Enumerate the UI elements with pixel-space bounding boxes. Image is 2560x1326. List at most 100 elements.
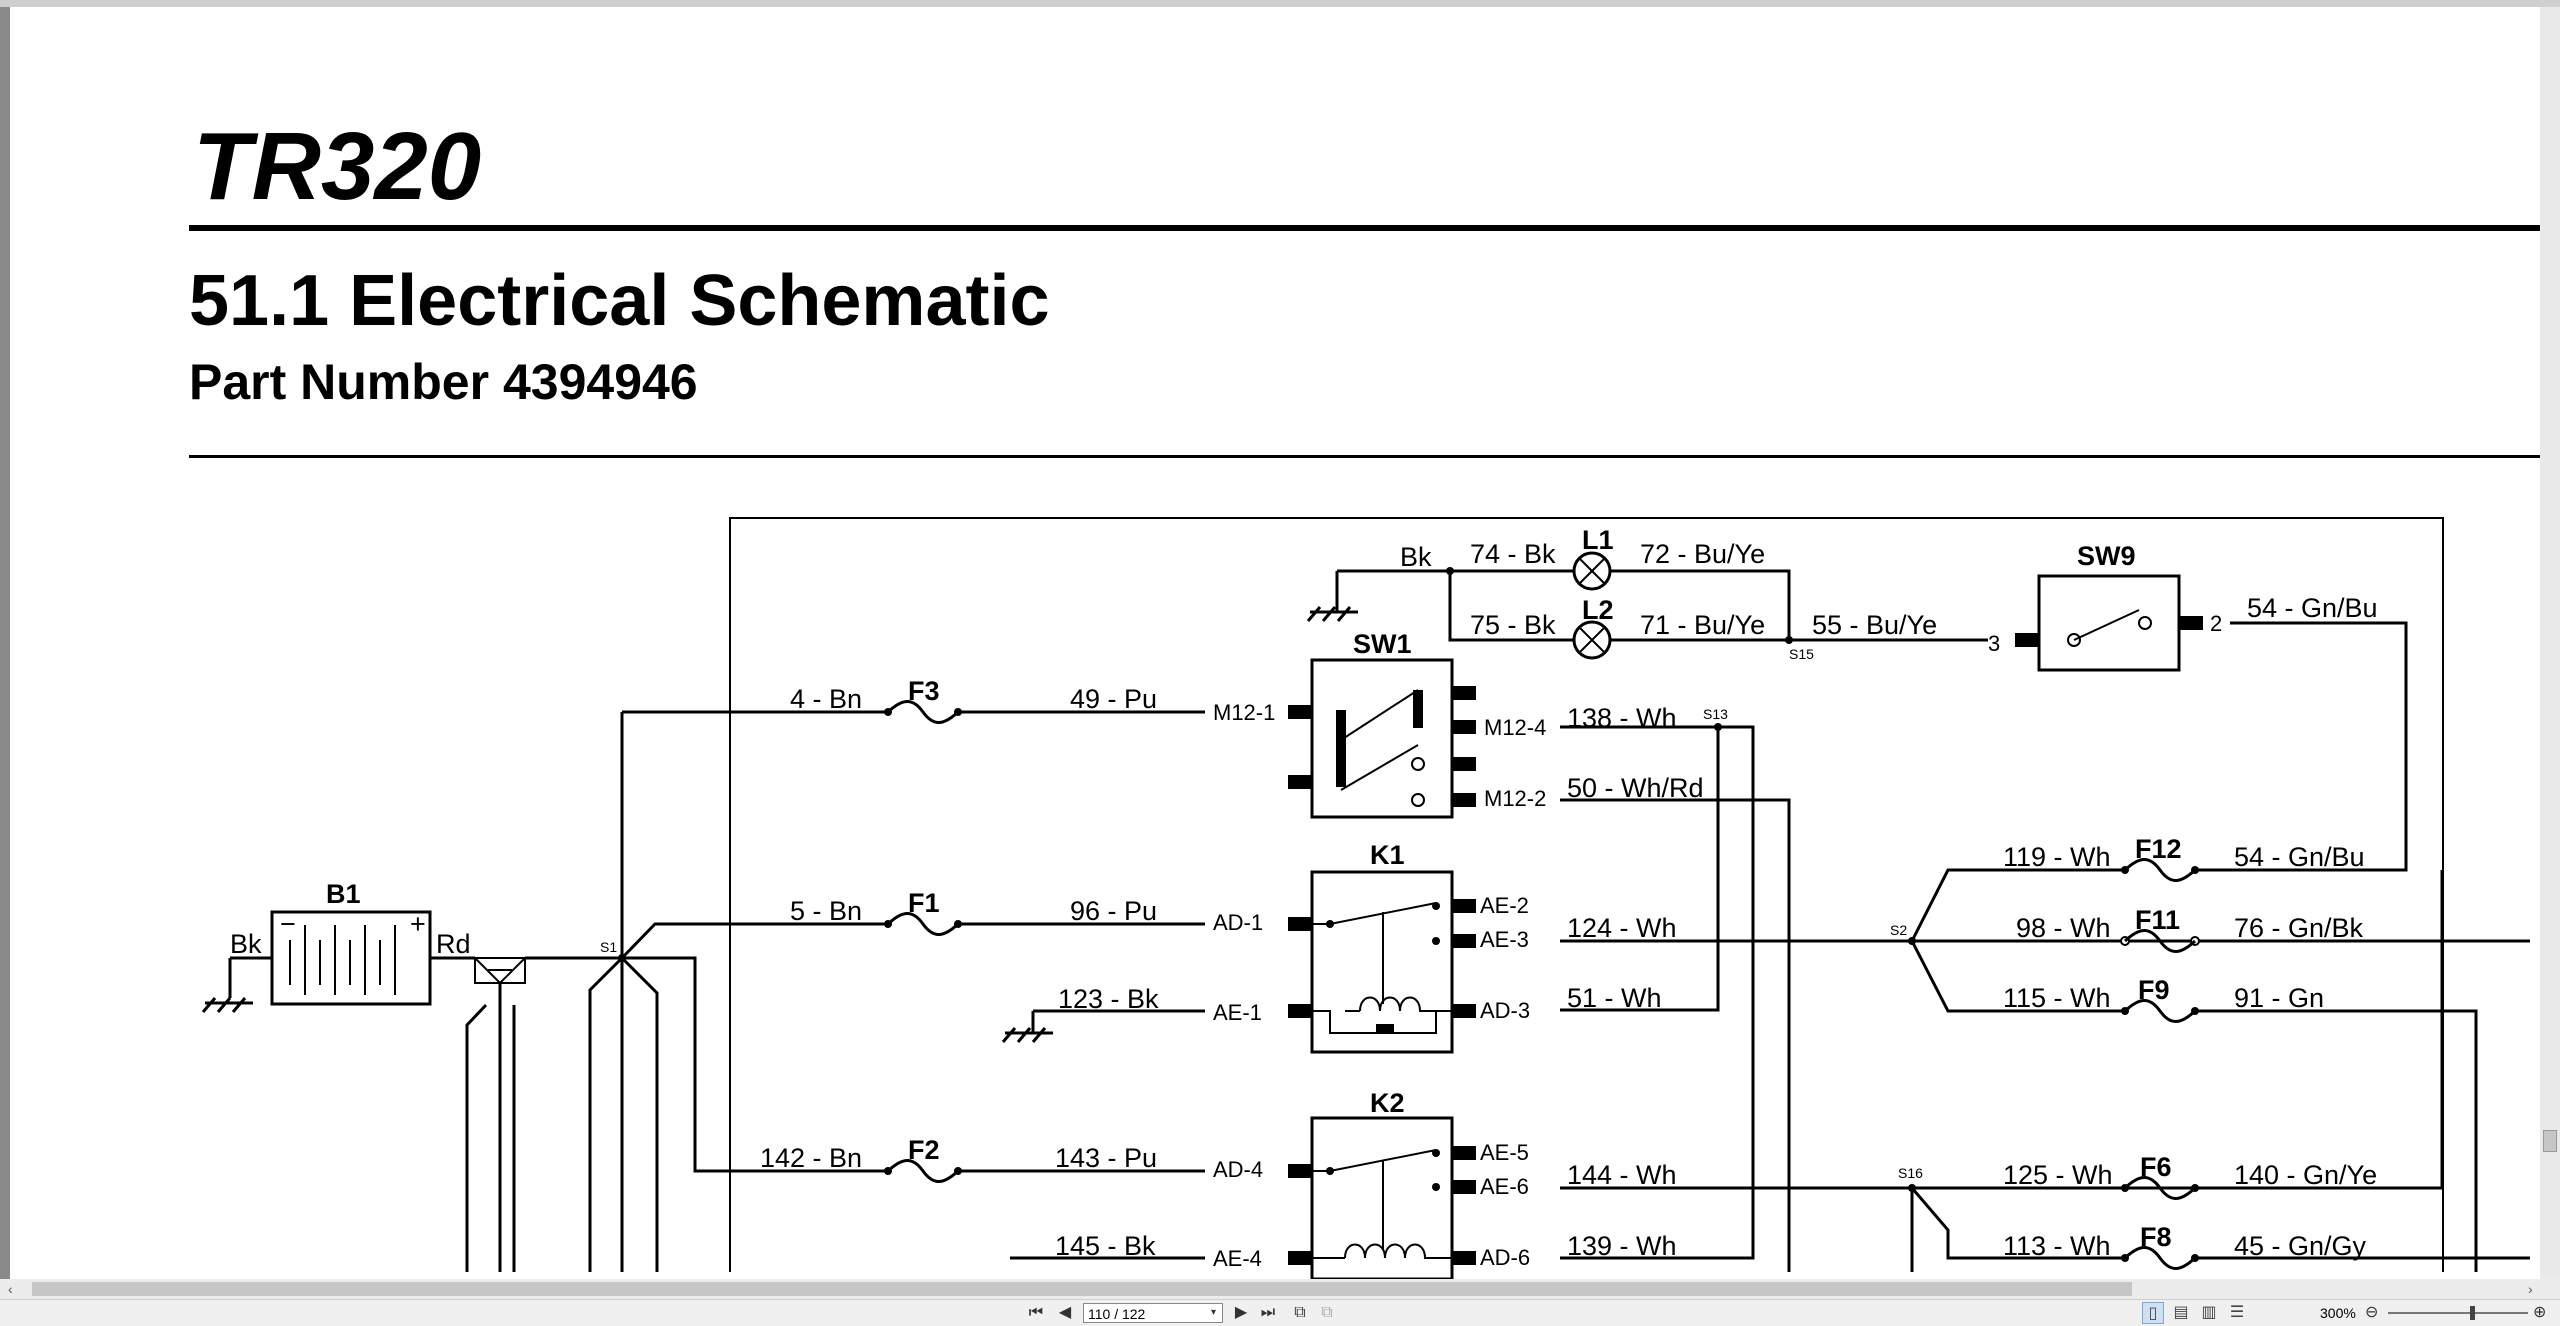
schematic-frame	[729, 517, 2444, 1272]
battery-minus-sign: −	[280, 909, 296, 939]
wire-55-bu-ye-label: 55 - Bu/Ye	[1812, 610, 1937, 640]
zoom-out-button[interactable]: ⊖	[2365, 1304, 2379, 1321]
f2-label: F2	[908, 1135, 940, 1165]
zoom-in-button[interactable]: ⊕	[2533, 1304, 2547, 1321]
k2-pin-ae-4: AE-4	[1213, 1246, 1262, 1271]
k2-pin-ad-6: AD-6	[1480, 1245, 1530, 1270]
scroll-left-arrow-icon[interactable]: ‹	[8, 1281, 13, 1297]
continuous-view-icon[interactable]: ▤	[2173, 1304, 2189, 1321]
wire-49-pu-label: 49 - Pu	[1070, 684, 1157, 714]
k1-pin-ad-3: AD-3	[1480, 998, 1530, 1023]
wire-98-wh-label: 98 - Wh	[2016, 913, 2111, 943]
wire-142-bn-label: 142 - Bn	[760, 1143, 862, 1173]
wire-bk-battery: Bk	[230, 929, 262, 959]
battery-cells	[289, 925, 396, 995]
sw9-pin-2: 2	[2210, 611, 2222, 636]
fuse-f1	[886, 912, 960, 936]
junction-down-wires	[465, 983, 516, 1272]
vertical-scroll-thumb[interactable]	[2543, 1130, 2557, 1152]
wire-s13-return	[1560, 725, 1755, 1260]
wire-139-wh-label: 139 - Wh	[1567, 1231, 1677, 1261]
section-title: 51.1 Electrical Schematic	[189, 261, 1050, 341]
wire-124-wh-label: 124 - Wh	[1567, 913, 1677, 943]
facing-view-icon[interactable]: ▥	[2201, 1304, 2217, 1321]
splice-s1-label: S1	[600, 939, 617, 955]
k2-pin-ae-5: AE-5	[1480, 1140, 1529, 1165]
page-number-input[interactable]: 110 / 122	[1083, 1303, 1223, 1323]
last-page-button[interactable]: ⏭	[1260, 1304, 1276, 1321]
f12-label: F12	[2135, 834, 2182, 864]
sw9-label: SW9	[2077, 541, 2136, 571]
wire-bk-ground-label: Bk	[1400, 542, 1432, 572]
vertical-scrollbar[interactable]	[2540, 7, 2560, 1279]
wire-144-wh-label: 144 - Wh	[1567, 1160, 1677, 1190]
f11-label: F11	[2135, 905, 2180, 935]
viewer-statusbar: ⏮ ◀ 110 / 122 ▾ ▶ ⏭ ⧉ ⧉ ▯ ▤ ▥ ☰ 300% ⊖ ⊕	[0, 1299, 2560, 1326]
paste-icon[interactable]: ⧉	[1321, 1304, 1333, 1321]
zoom-slider-track[interactable]	[2388, 1312, 2528, 1314]
relay-k1	[1310, 870, 1454, 1054]
wire-76-gn-bk-label: 76 - Gn/Bk	[2234, 913, 2364, 943]
fuse-f11	[2123, 929, 2197, 953]
electrical-schematic: − + B1 Bk Rd S1 F3 4 - Bn 49 - Pu F1 5 -…	[201, 517, 2530, 1279]
wire-71-bu-ye-label: 71 - Bu/Ye	[1640, 610, 1765, 640]
wire-144-wh	[1560, 870, 2444, 1190]
wire-4-bn-label: 4 - Bn	[790, 684, 862, 714]
chevron-down-icon[interactable]: ▾	[1211, 1307, 1217, 1318]
pdf-page: TR320 51.1 Electrical Schematic Part Num…	[10, 7, 2540, 1279]
single-page-view-icon[interactable]: ▯	[2142, 1302, 2164, 1324]
first-page-button[interactable]: ⏮	[1028, 1304, 1044, 1321]
l1-label: L1	[1582, 525, 1614, 555]
part-number: Part Number 4394946	[189, 354, 698, 410]
sw1-pin-m12-1: M12-1	[1213, 700, 1275, 725]
wire-142-bn	[622, 956, 885, 1173]
splice-s16-label: S16	[1898, 1165, 1923, 1181]
wire-140-gn-ye-label: 140 - Gn/Ye	[2234, 1160, 2377, 1190]
wire-91-gn	[2195, 1009, 2478, 1272]
battery-plus-sign: +	[410, 909, 426, 939]
wire-125-wh-label: 125 - Wh	[2003, 1160, 2113, 1190]
f6-label: F6	[2140, 1152, 2172, 1182]
f8-label: F8	[2140, 1222, 2172, 1252]
title-rule	[189, 225, 2540, 231]
l2-label: L2	[1582, 595, 1614, 625]
relay-k2	[1310, 1116, 1454, 1279]
wire-119-wh-label: 119 - Wh	[2003, 842, 2111, 872]
wire-91-gn-label: 91 - Gn	[2234, 983, 2324, 1013]
splice-s13-label: S13	[1703, 706, 1728, 722]
wire-50-wh-rd-label: 50 - Wh/Rd	[1567, 773, 1704, 803]
cover-view-icon[interactable]: ☰	[2229, 1304, 2245, 1321]
scroll-right-arrow-icon[interactable]: ›	[2528, 1281, 2533, 1297]
k2-pin-ae-6: AE-6	[1480, 1174, 1529, 1199]
switch-sw1	[1310, 658, 1454, 819]
fuse-f2	[886, 1159, 960, 1183]
copy-icon[interactable]: ⧉	[1294, 1304, 1306, 1321]
previous-page-button[interactable]: ◀	[1058, 1304, 1072, 1321]
fuse-f8	[2123, 1246, 2197, 1270]
k1-pin-ad-1: AD-1	[1213, 910, 1263, 935]
fuse-f3	[886, 700, 960, 724]
wire-rd-battery: Rd	[436, 929, 471, 959]
wire-138-wh-label: 138 - Wh	[1567, 703, 1677, 733]
lamp-output-wires	[1610, 569, 1988, 642]
sw1-ground-symbol	[1306, 571, 1358, 622]
horizontal-scrollbar[interactable]: ‹ ›	[0, 1279, 2560, 1299]
k1-pin-ae-1: AE-1	[1213, 1000, 1262, 1025]
wire-75-bk-label: 75 - Bk	[1470, 610, 1556, 640]
wire-54-gn-bu	[2195, 621, 2408, 872]
junction-block-mark	[474, 957, 526, 985]
horizontal-scroll-thumb[interactable]	[32, 1282, 2132, 1296]
document-title: TR320	[193, 113, 482, 220]
zoom-slider-knob[interactable]	[2470, 1306, 2475, 1320]
wire-115-wh-label: 115 - Wh	[2003, 983, 2111, 1013]
wire-5-bn	[620, 922, 885, 960]
splice-s15	[1785, 636, 1793, 644]
k1-pin-ae-3: AE-3	[1480, 927, 1529, 952]
f9-label: F9	[2138, 975, 2170, 1005]
wire-96-pu-label: 96 - Pu	[1070, 896, 1157, 926]
ground-symbol	[201, 958, 253, 1013]
f3-label: F3	[908, 676, 940, 706]
zoom-level[interactable]: 300%	[2320, 1305, 2356, 1321]
wire-113-wh-label: 113 - Wh	[2003, 1231, 2111, 1261]
next-page-button[interactable]: ▶	[1234, 1304, 1248, 1321]
